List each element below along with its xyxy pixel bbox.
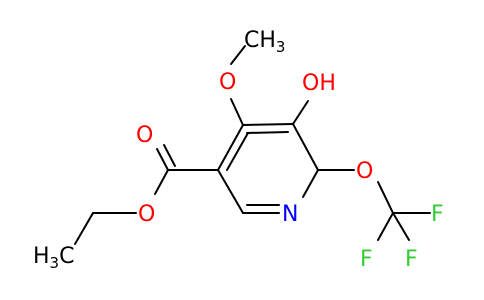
bond-c4-c3-inner (246, 131, 289, 134)
bond-c4-c3 (242, 123, 294, 126)
ether-oxygen: O (356, 159, 373, 184)
atom-labels: CH3 O OH O O N O F F F H3C (33, 28, 444, 272)
bond-c2-n (302, 169, 319, 198)
hydroxyl-group: OH (302, 71, 336, 96)
bond-o-ch3 (230, 45, 246, 65)
bond-c3-oh (292, 100, 309, 125)
bond-ccarbonyl-o-double-b (163, 144, 176, 167)
ester-oxygen: O (138, 202, 155, 227)
fluorine-top: F (431, 202, 444, 227)
ring-nitrogen: N (282, 202, 298, 227)
ethyl-methyl-label: H3C (33, 244, 74, 272)
fluorine-left: F (360, 247, 373, 272)
bond-ccarbonyl-oester (154, 169, 169, 195)
bond-c3-c2 (292, 123, 319, 171)
bond-ch2-ch3 (74, 212, 94, 245)
bonds (74, 45, 431, 245)
bond-ccarbonyl-o-double-a (156, 148, 169, 171)
bond-cf3-f-right (392, 212, 410, 241)
bond-c4-o (230, 98, 244, 126)
methyl-top-label: CH3 (244, 28, 285, 56)
fluorine-right: F (405, 247, 418, 272)
bond-cf3-f-left (377, 212, 394, 241)
bond-c5-c4-inner (226, 132, 249, 171)
bond-c6-c5 (217, 169, 244, 214)
bond-c5-c4 (217, 124, 244, 171)
methoxy-oxygen: O (219, 70, 236, 95)
bond-o-cf3 (377, 181, 394, 214)
carbonyl-oxygen: O (136, 123, 153, 148)
